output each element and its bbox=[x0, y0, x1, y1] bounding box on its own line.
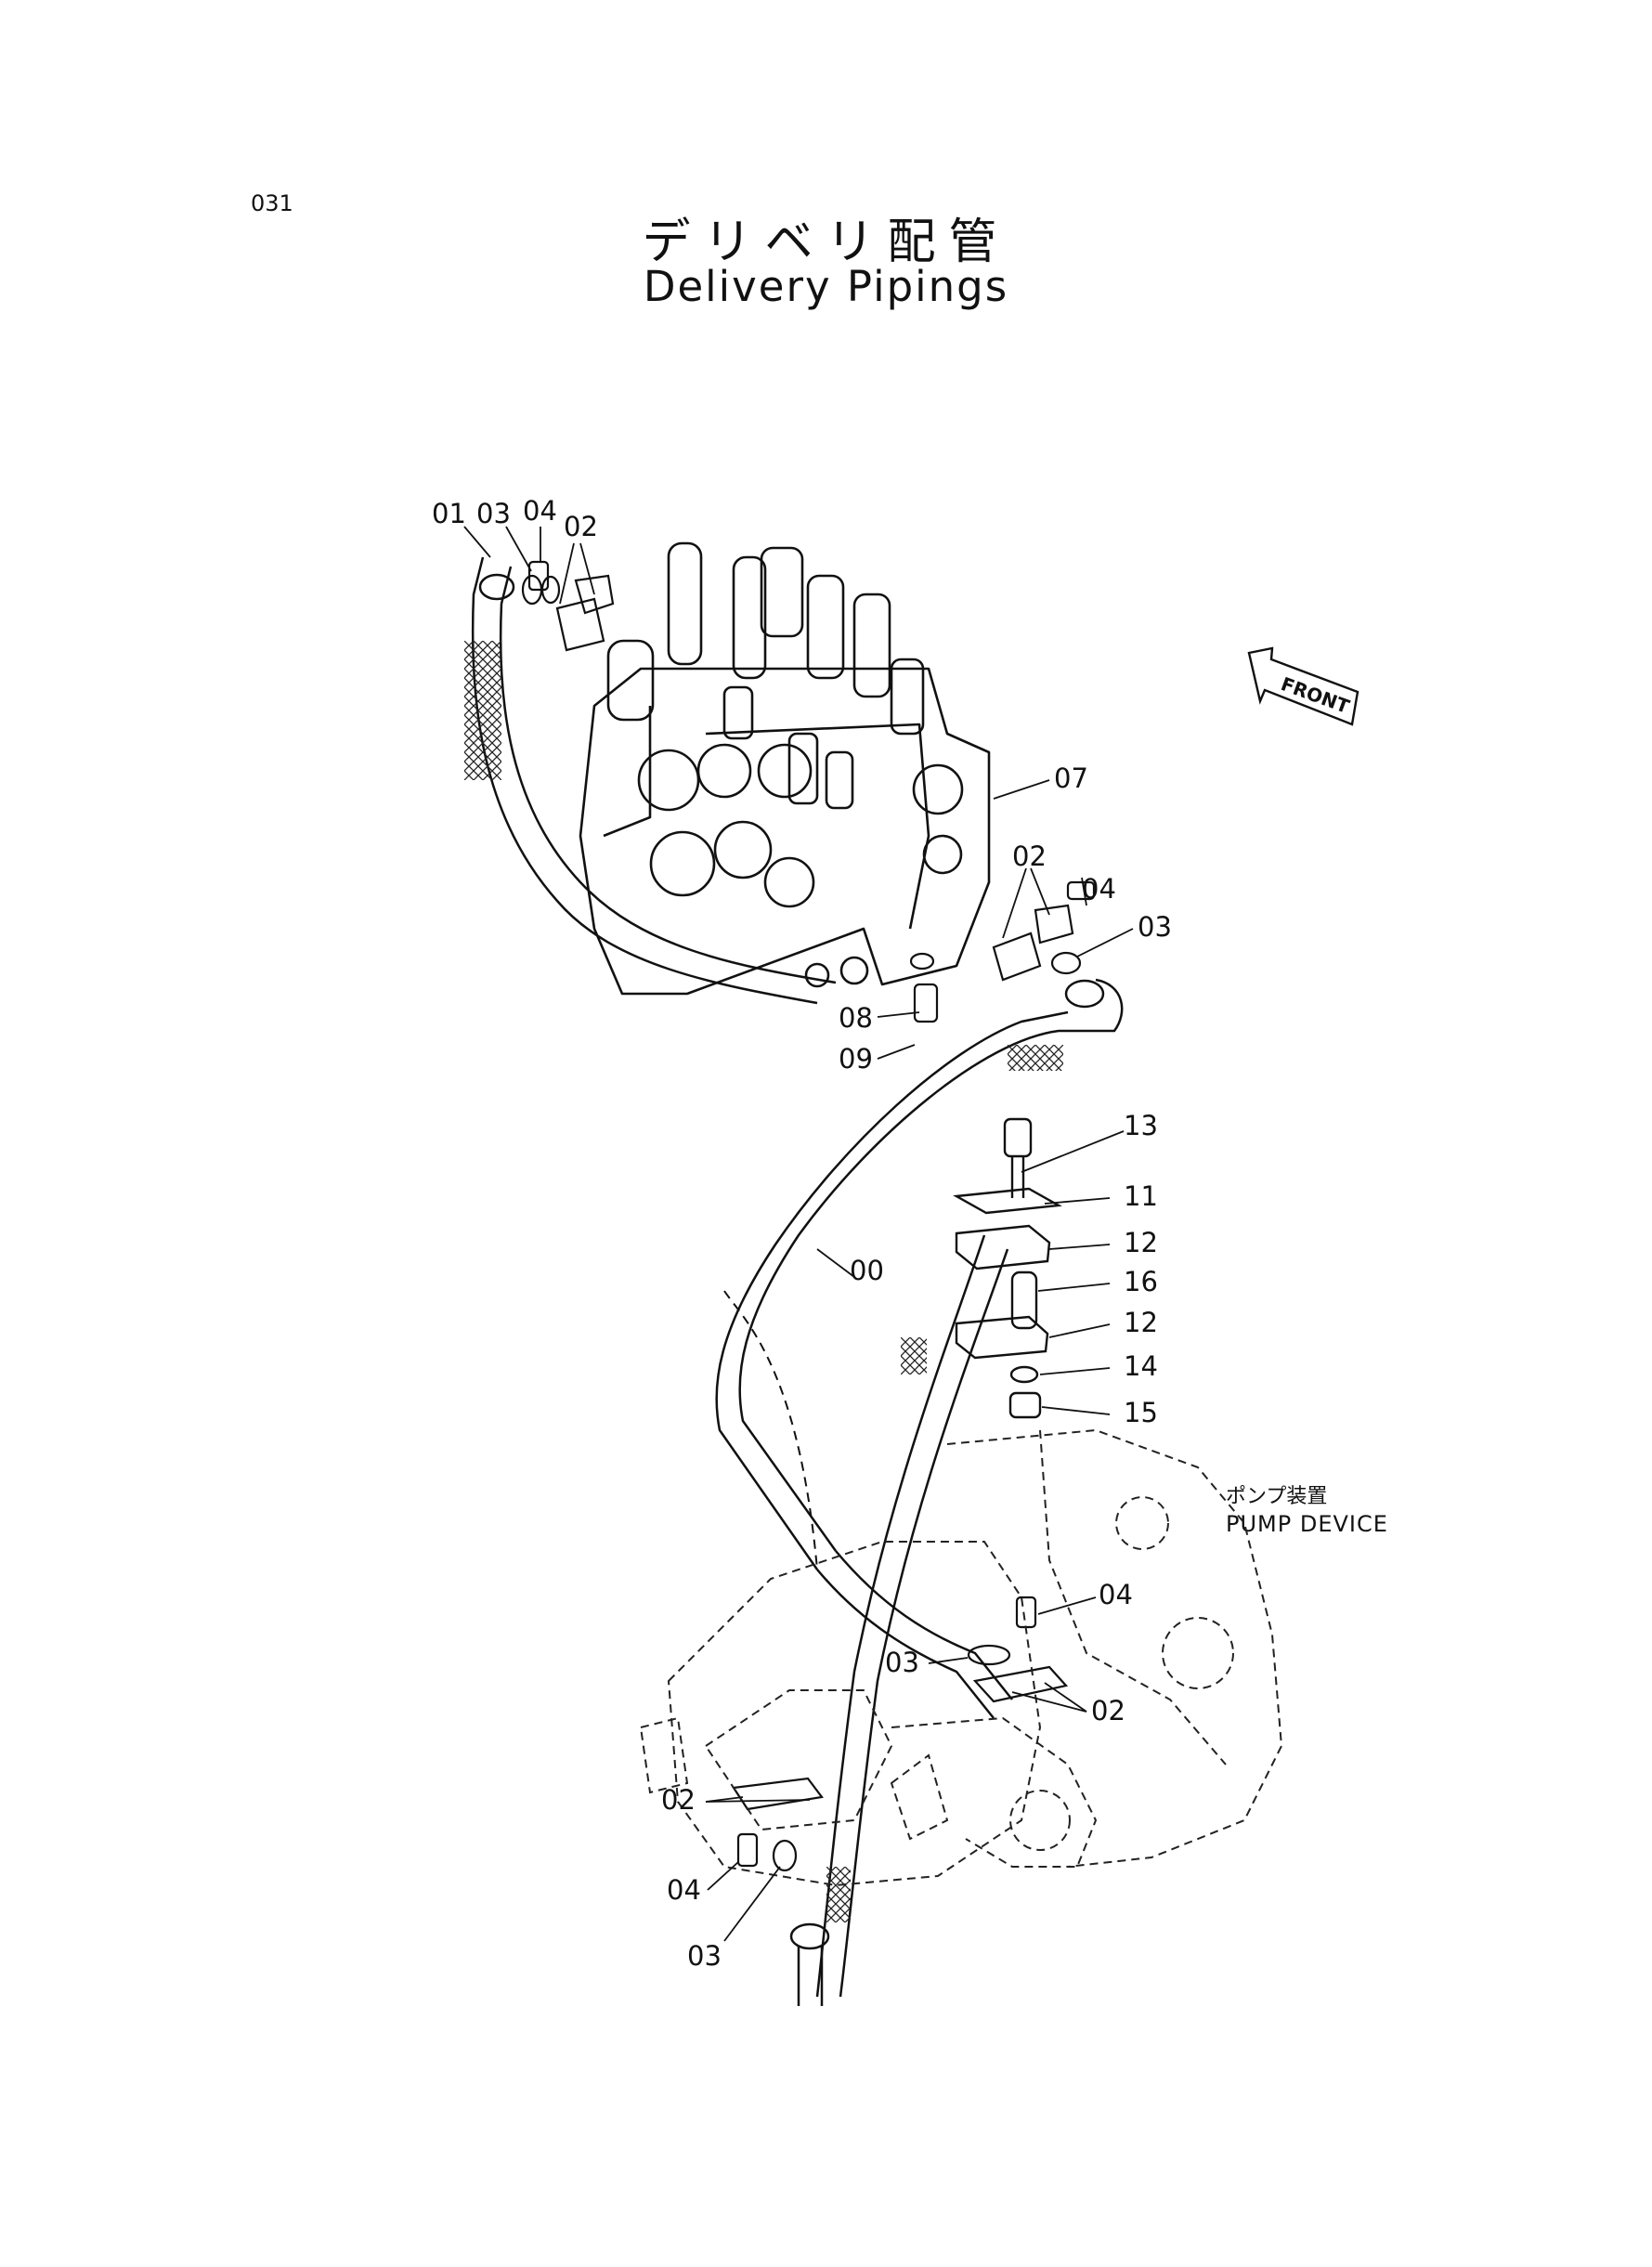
callout-08: 08 bbox=[839, 1002, 873, 1034]
callout-04: 04 bbox=[667, 1874, 701, 1906]
callout-03: 03 bbox=[687, 1940, 722, 1972]
callout-15: 15 bbox=[1124, 1397, 1158, 1428]
pump-device-label-english: PUMP DEVICE bbox=[1226, 1511, 1388, 1537]
front-direction-arrow: FRONT bbox=[1247, 646, 1359, 726]
callout-02: 02 bbox=[661, 1784, 696, 1816]
part-callouts: 01 03 04 02 07 02 04 03 08 09 00 13 11 1… bbox=[432, 495, 1172, 1972]
callout-04: 04 bbox=[1099, 1579, 1133, 1610]
callout-02: 02 bbox=[564, 511, 598, 542]
control-valve-drawing bbox=[579, 541, 991, 996]
callout-13: 13 bbox=[1124, 1110, 1158, 1141]
callout-03: 03 bbox=[1138, 911, 1172, 943]
pump-device-drawing bbox=[639, 1428, 1283, 1887]
callout-04: 04 bbox=[523, 495, 557, 527]
callout-16: 16 bbox=[1124, 1266, 1158, 1297]
pump-device-label-japanese: ポンプ装置 bbox=[1226, 1485, 1328, 1508]
hose-clamp-parts bbox=[953, 1117, 1062, 1419]
callout-01: 01 bbox=[432, 498, 466, 529]
callout-03: 03 bbox=[476, 498, 511, 529]
callout-02: 02 bbox=[1012, 840, 1047, 872]
callout-02: 02 bbox=[1091, 1695, 1125, 1726]
callout-12: 12 bbox=[1124, 1227, 1158, 1258]
callout-07: 07 bbox=[1054, 762, 1088, 794]
callout-04: 04 bbox=[1082, 873, 1116, 905]
delivery-hose-drawing bbox=[464, 556, 1124, 2006]
callout-leader-lines bbox=[463, 526, 1134, 1942]
diagram-title-english: Delivery Pipings bbox=[643, 262, 1009, 311]
callout-00: 00 bbox=[850, 1255, 884, 1286]
diagram-title-japanese: デリベリ配管 bbox=[642, 215, 1010, 270]
callout-03: 03 bbox=[885, 1647, 919, 1678]
page-number: 031 bbox=[251, 190, 293, 216]
callout-11: 11 bbox=[1124, 1180, 1158, 1212]
callout-14: 14 bbox=[1124, 1350, 1158, 1382]
callout-09: 09 bbox=[839, 1043, 873, 1075]
callout-12: 12 bbox=[1124, 1307, 1158, 1338]
